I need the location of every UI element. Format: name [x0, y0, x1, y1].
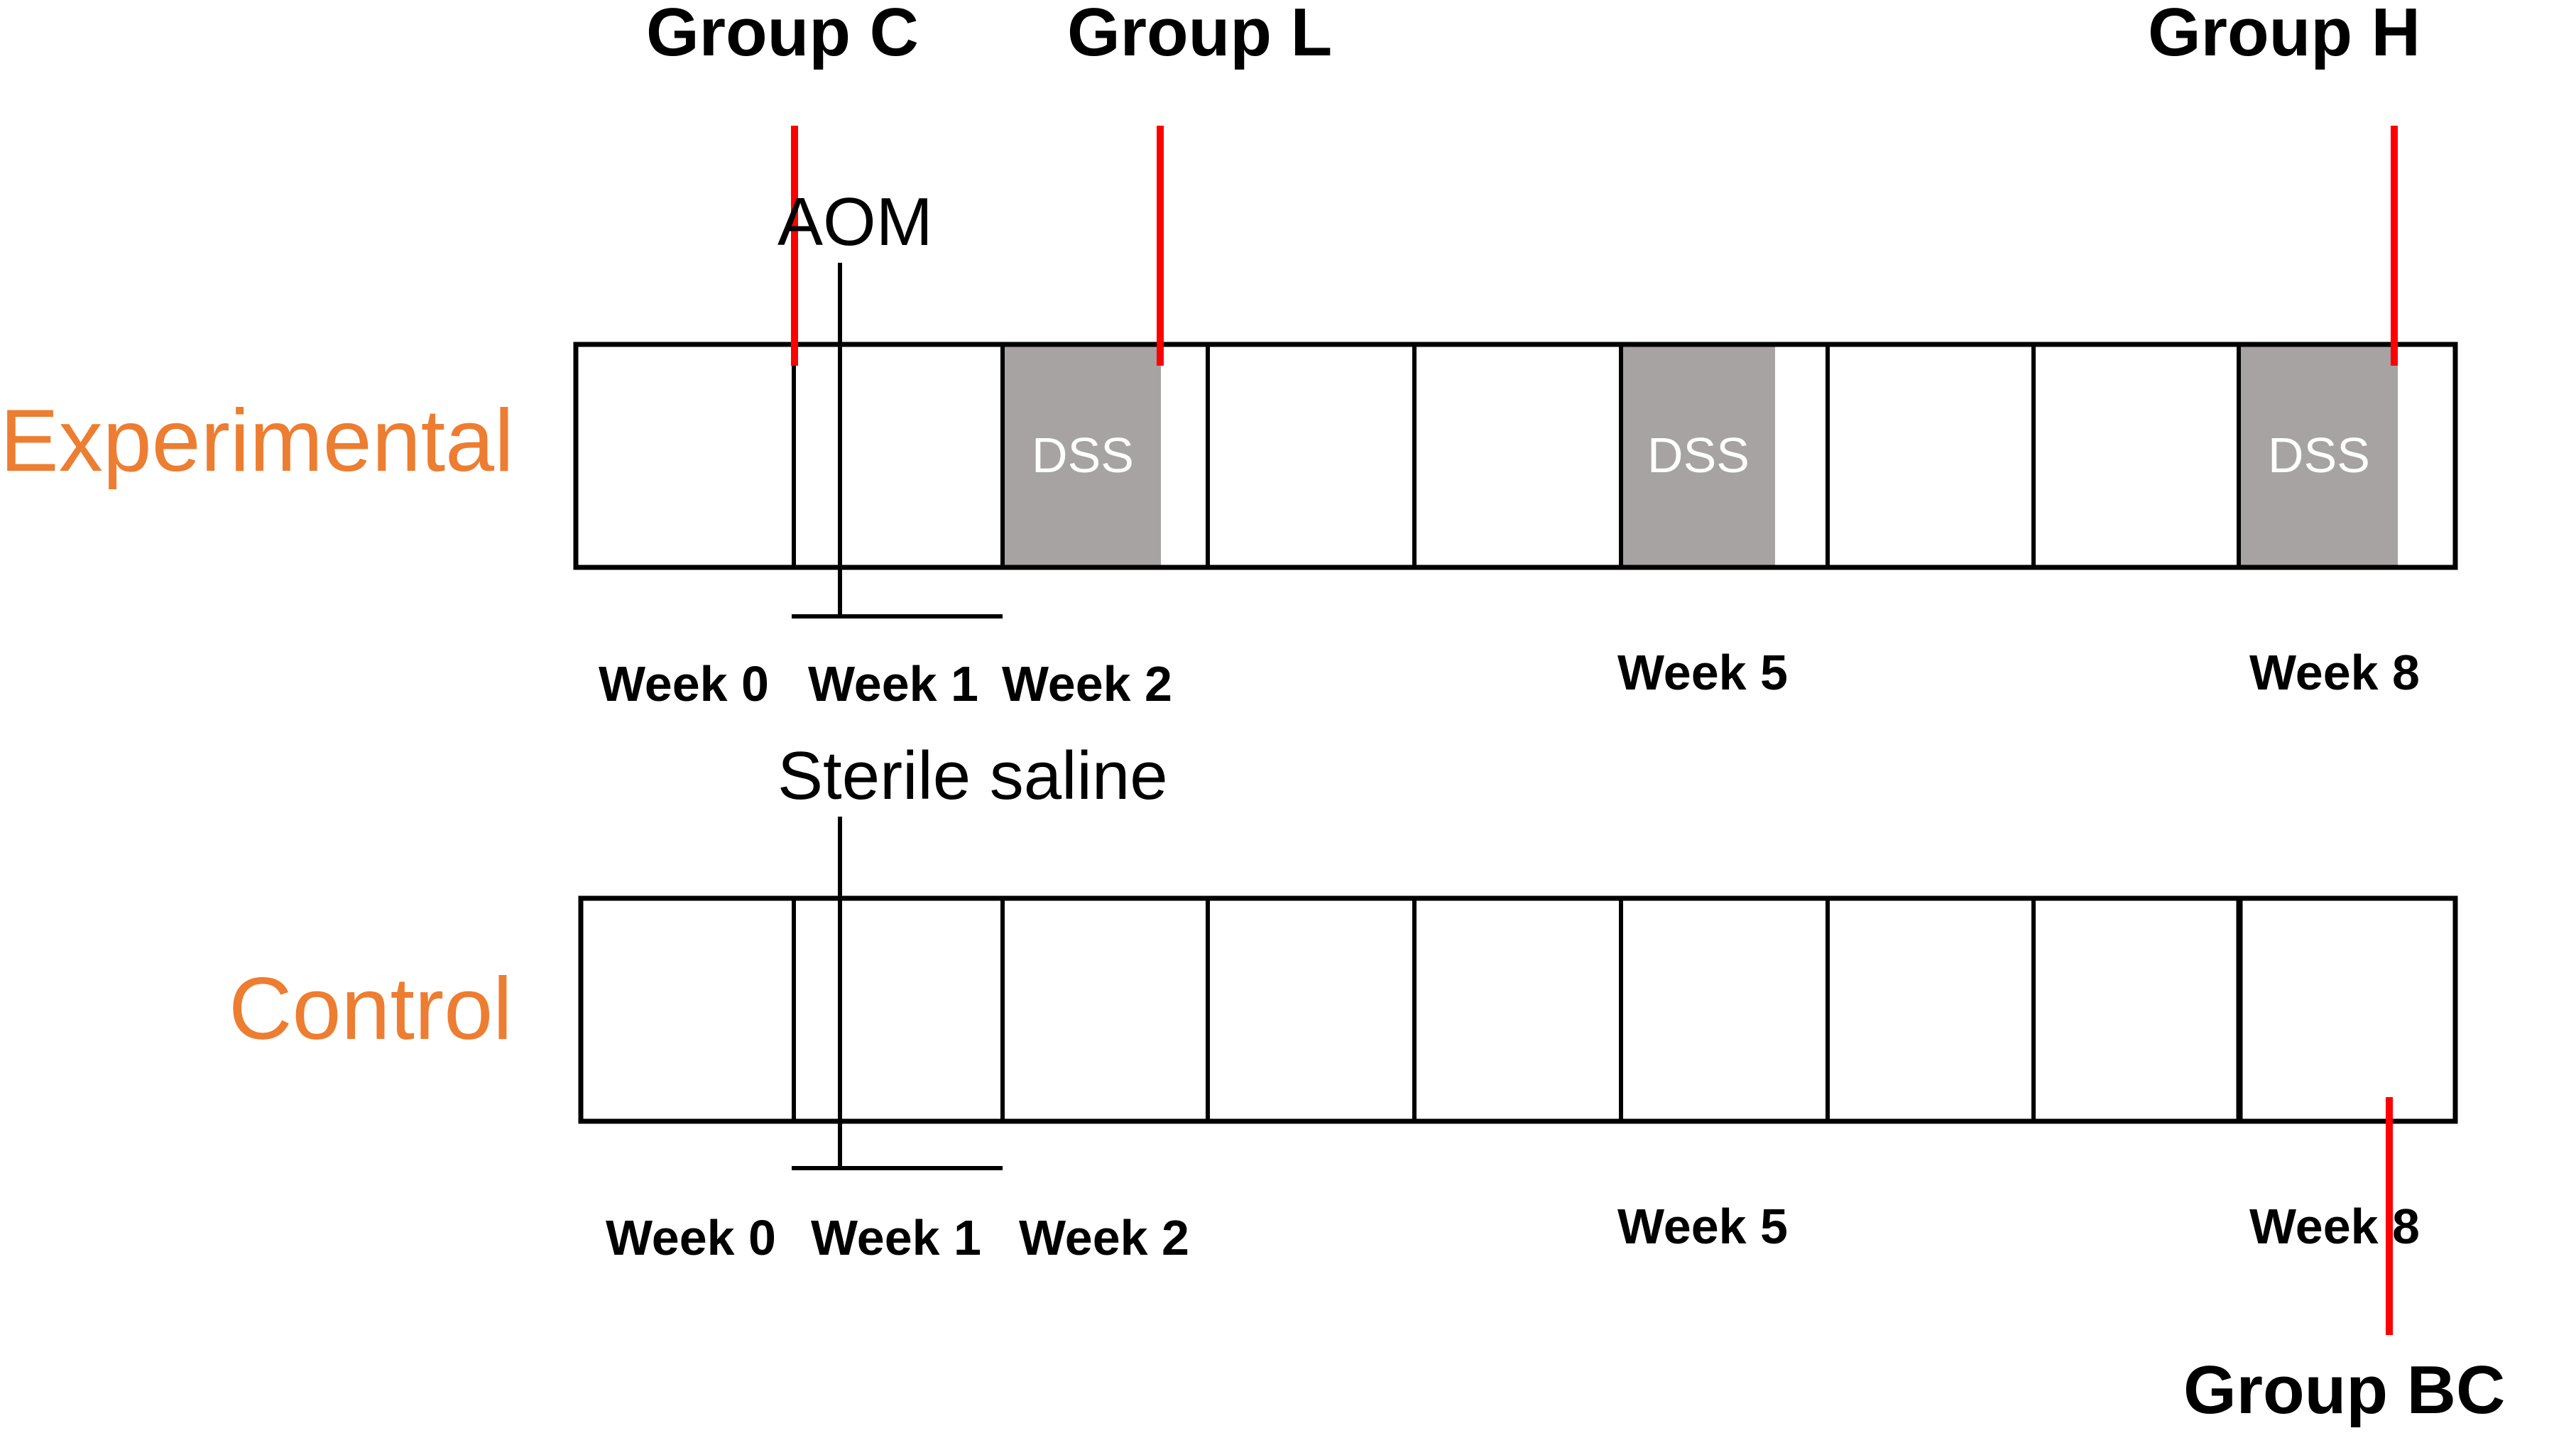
aom-injection-marker [792, 263, 1003, 619]
group-c-label: Group C [646, 0, 919, 70]
group-labels: Group C Group L Group H Group BC [646, 0, 2505, 1428]
control-week-0-label: Week 0 [606, 1210, 776, 1265]
experimental-week-1-label: Week 1 [808, 656, 978, 712]
dss-block-1 [1005, 346, 1161, 566]
control-week-8-label: Week 8 [2249, 1199, 2420, 1254]
control-week-dividers [792, 898, 2243, 1121]
sterile-saline-label: Sterile saline [777, 738, 1168, 814]
control-row-label: Control [229, 960, 513, 1058]
group-l-label: Group L [1067, 0, 1332, 70]
experimental-week-5-label: Week 5 [1617, 645, 1788, 700]
experimental-week-8-label: Week 8 [2249, 645, 2420, 700]
aom-label: AOM [777, 184, 933, 260]
saline-injection-marker [792, 817, 1003, 1170]
experimental-sampling-markers [791, 126, 2398, 366]
dss-label-1: DSS [1032, 427, 1134, 483]
control-week-5-label: Week 5 [1617, 1199, 1788, 1254]
control-row: Control Sterile saline Week 0 Week 1 Wee… [229, 738, 2458, 1335]
experimental-row-label: Experimental [0, 392, 514, 490]
control-week-2-label: Week 2 [1019, 1210, 1189, 1265]
experimental-row: DSS DSS DSS Experimental AOM Week 0 Week… [0, 126, 2458, 712]
experimental-week-0-label: Week 0 [599, 656, 769, 712]
group-bc-label: Group BC [2183, 1352, 2505, 1428]
control-week-1-label: Week 1 [811, 1210, 981, 1265]
dss-label-2: DSS [1647, 427, 1750, 483]
group-h-label: Group H [2148, 0, 2421, 70]
control-timeline-box [578, 895, 2458, 1124]
dss-label-3: DSS [2268, 427, 2370, 483]
dss-block-2 [1622, 346, 1775, 566]
dss-block-3 [2240, 346, 2398, 566]
experimental-timeline-box [573, 342, 2458, 570]
experimental-week-dividers [792, 344, 2241, 567]
experimental-week-2-label: Week 2 [1002, 656, 1172, 712]
